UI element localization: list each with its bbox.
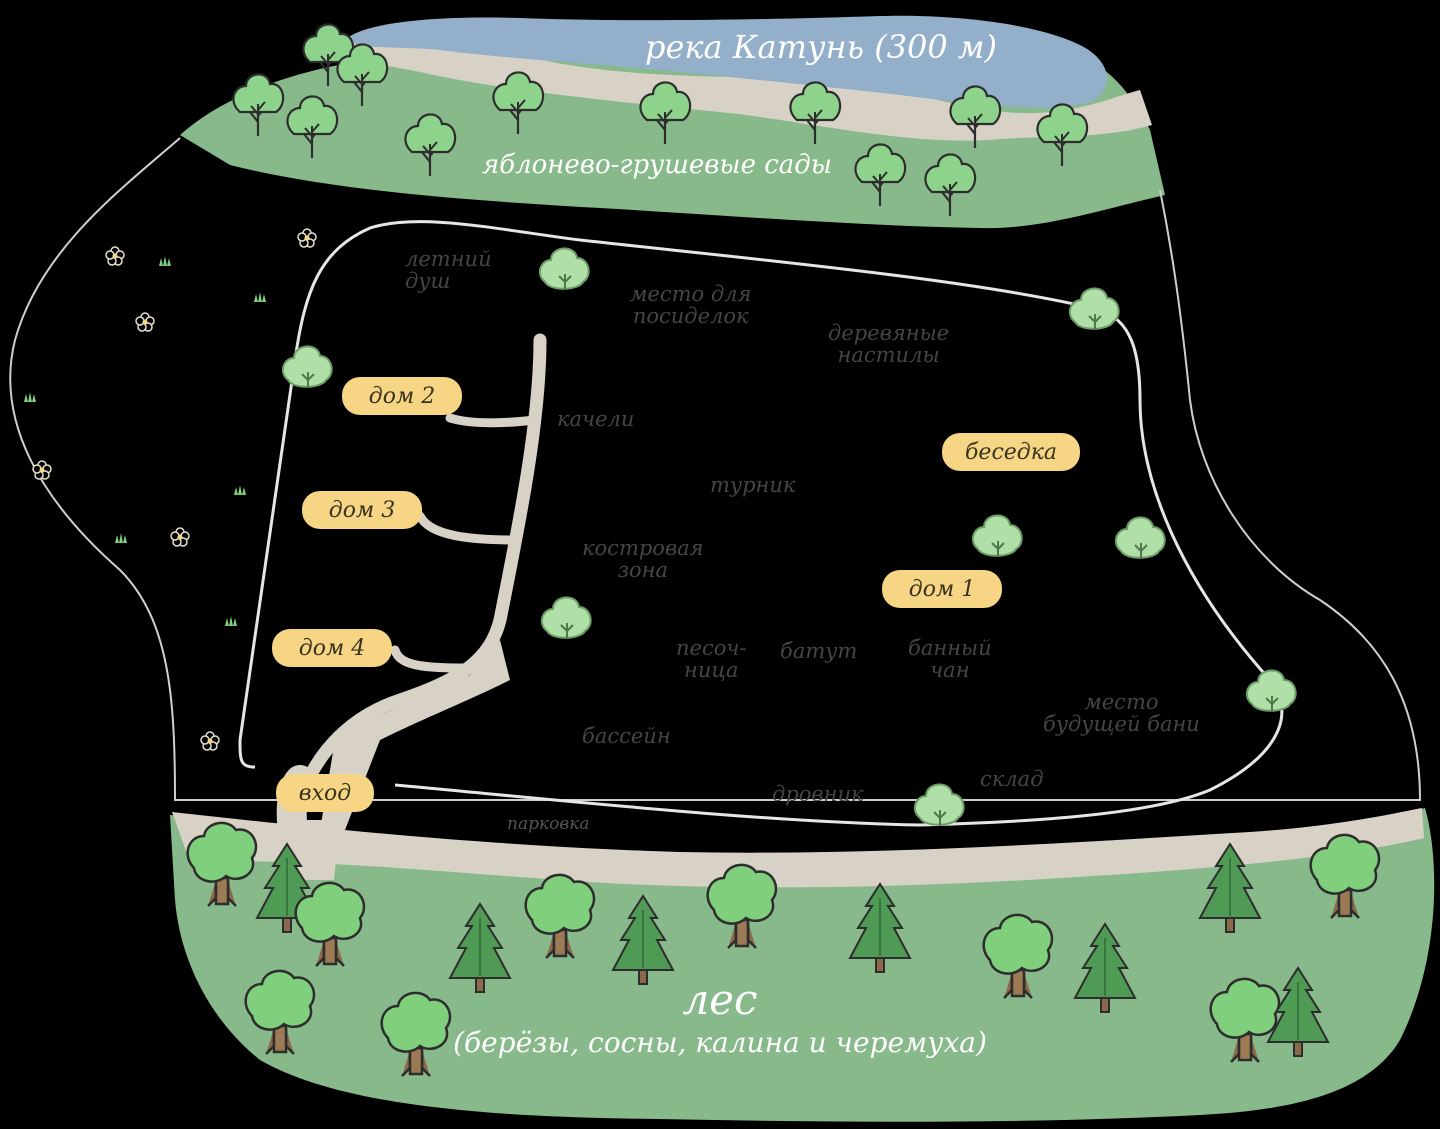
house-2-badge: дом 2 bbox=[342, 377, 462, 415]
river-label: река Катунь (300 м) bbox=[645, 28, 997, 66]
house-3-badge: дом 3 bbox=[302, 491, 422, 529]
gazebo-badge: беседка bbox=[942, 433, 1080, 471]
pool-label: бассейн bbox=[582, 724, 671, 748]
river-water bbox=[345, 15, 1107, 108]
trampoline-label: батут bbox=[780, 639, 858, 663]
parking-label: парковка bbox=[507, 814, 590, 834]
house-4-badge: дом 4 bbox=[272, 629, 392, 667]
site-bushes bbox=[281, 247, 1297, 827]
forest-area bbox=[170, 808, 1435, 1122]
entrance-badge: вход bbox=[276, 774, 374, 812]
flowers bbox=[32, 228, 317, 751]
house-1-badge: дом 1 bbox=[882, 570, 1002, 608]
river-bank bbox=[330, 38, 1152, 141]
sandbox-label: песоч-ница bbox=[676, 636, 747, 683]
parking-strip bbox=[172, 808, 1424, 888]
property-boundary bbox=[9, 137, 1422, 801]
entrance-walk bbox=[320, 640, 510, 830]
swings-label: качели bbox=[557, 407, 635, 431]
grass-tufts bbox=[24, 256, 266, 626]
pullup-bar-label: турник bbox=[710, 473, 796, 497]
forest-title: лес bbox=[682, 975, 758, 1024]
forest-subtitle: (берёзы, сосны, калина и черемуха) bbox=[453, 1026, 987, 1059]
warehouse-label: склад bbox=[980, 767, 1044, 791]
woodshed-label: дровник bbox=[772, 782, 864, 806]
orchard-label: яблонево-грушевые сады bbox=[482, 150, 832, 180]
paths bbox=[276, 333, 547, 855]
